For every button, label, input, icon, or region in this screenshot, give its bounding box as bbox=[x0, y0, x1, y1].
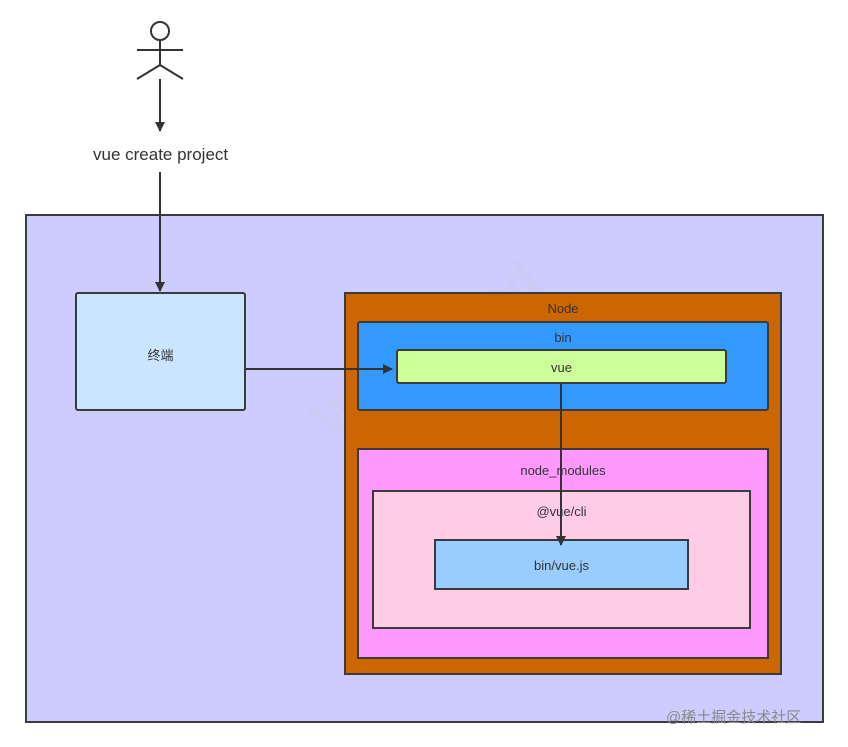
actor-icon bbox=[136, 21, 184, 80]
bin-vue-js-box: bin/vue.js bbox=[434, 539, 689, 590]
vue-label: vue bbox=[551, 360, 572, 375]
terminal-label: 终端 bbox=[147, 348, 174, 363]
vue-cli-label: @vue/cli bbox=[536, 504, 587, 519]
node-label: Node bbox=[547, 301, 579, 316]
bin-label: bin bbox=[554, 330, 572, 345]
terminal-box: 终端 bbox=[75, 292, 246, 411]
actor-caption: vue create project bbox=[93, 145, 229, 164]
brand-watermark: @稀土掘金技术社区 bbox=[666, 709, 802, 726]
node-modules-label: node_modules bbox=[520, 463, 606, 478]
bin-vue-js-label: bin/vue.js bbox=[534, 558, 589, 573]
vue-box: vue bbox=[396, 349, 727, 384]
